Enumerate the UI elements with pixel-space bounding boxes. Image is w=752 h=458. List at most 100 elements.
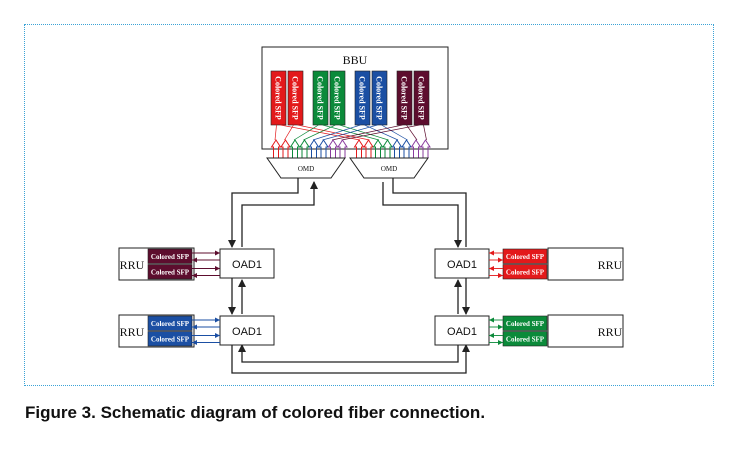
omd-port-arrows (270, 139, 431, 158)
rru-sfp-module (502, 331, 548, 347)
omd-port-arrow (372, 139, 384, 158)
oad-bottom-left-label: OAD1 (232, 326, 262, 338)
rru-fiber-arrow (498, 273, 503, 278)
rru-fiber-arrow (192, 340, 197, 345)
bbu-sfp-module (354, 70, 371, 126)
omd-port-arrow (391, 139, 403, 158)
oad-bottom-left: OAD1 (219, 315, 275, 346)
bbu-sfp-label: Colored SFP (316, 76, 325, 120)
omd-left-label: OMD (298, 165, 314, 173)
omd-port-arrow (318, 139, 329, 158)
omd-port-arrow (420, 139, 431, 158)
crossing-fiber (331, 124, 403, 141)
bbu-sfp-label: Colored SFP (375, 76, 384, 120)
crossing-fiber (293, 124, 319, 141)
rru-fiber-arrow (215, 317, 220, 323)
bbu-sfp-module (396, 70, 413, 126)
omd-right: OMD (349, 157, 429, 179)
omd-port-arrow (337, 139, 348, 158)
rru-sfp-label: Colored SFP (506, 253, 545, 261)
bbu-sfp-label: Colored SFP (333, 76, 342, 120)
oad-top-left-label: OAD1 (232, 259, 262, 271)
rru-fiber-arrow (215, 250, 220, 256)
rru-group-left: RRU Colored SFP Colored SFP (118, 314, 220, 348)
omd-right-label: OMD (381, 165, 397, 173)
omd-port-arrow (308, 139, 320, 158)
rru-fiber-arrow (489, 333, 494, 338)
rru-fiber-arrow (215, 266, 220, 271)
omd-port-arrow (363, 139, 374, 158)
rru-fiber-arrow (498, 257, 503, 263)
oad-top-left: OAD1 (219, 248, 275, 279)
crossing-fibers (274, 124, 427, 141)
rru-sfp-label: Colored SFP (151, 253, 190, 261)
rru-group-left: RRU Colored SFP Colored SFP (118, 247, 220, 281)
rru-label: RRU (120, 325, 145, 339)
rru-fiber-arrow (489, 250, 494, 256)
rru-box (547, 314, 624, 348)
rru-fiber-arrow (215, 333, 220, 338)
rru-fiber-arrow (192, 324, 197, 330)
omd-port-arrow (410, 139, 422, 158)
omd-left: OMD (266, 157, 346, 179)
bbu-sfp-label: Colored SFP (358, 76, 367, 120)
rru-sfp-label: Colored SFP (506, 320, 545, 328)
rru-group-right: RRU Colored SFP Colored SFP (489, 247, 624, 281)
bbu-sfp-label: Colored SFP (400, 76, 409, 120)
omd-port-arrow (382, 139, 393, 158)
bbu-sfp-module (371, 70, 388, 126)
rru-sfp-module (147, 264, 193, 280)
rru-sfp-module (502, 248, 548, 264)
bbu-sfp-modules: Colored SFP Colored SFP Colored SFP Colored… (270, 70, 430, 126)
rru-fiber-arrow (498, 340, 503, 345)
rru-fiber-arrow (498, 324, 503, 330)
crossing-fiber (339, 124, 389, 141)
crossing-fiber (322, 124, 378, 141)
rru-label: RRU (598, 325, 623, 339)
crossing-fiber (381, 124, 408, 141)
crossing-fiber (303, 124, 336, 141)
rru-sfp-label: Colored SFP (151, 320, 190, 328)
rru-group-right: RRU Colored SFP Colored SFP (489, 314, 624, 348)
rru-groups: RRU Colored SFP Colored SFP RRU Colored SFP C… (118, 247, 624, 348)
bbu-sfp-module (413, 70, 430, 126)
rru-sfp-module (502, 264, 548, 280)
rru-fiber-arrow (489, 266, 494, 271)
bbu-sfp-label: Colored SFP (274, 76, 283, 120)
rru-fiber-arrow (192, 273, 197, 278)
oad-bottom-right: OAD1 (434, 315, 490, 346)
bbu-label: BBU (343, 53, 368, 67)
bbu-sfp-label: Colored SFP (417, 76, 426, 120)
rru-sfp-module (147, 315, 193, 331)
crossing-fiber (341, 124, 420, 141)
crossing-fiber (423, 124, 427, 141)
rru-label: RRU (120, 258, 145, 272)
rru-label: RRU (598, 258, 623, 272)
crossing-fiber (312, 124, 361, 141)
oad-bottom-right-label: OAD1 (447, 326, 477, 338)
rru-box (547, 247, 624, 281)
omd-port-arrow (327, 139, 339, 158)
oad-top-right-label: OAD1 (447, 259, 477, 271)
rru-sfp-label: Colored SFP (506, 269, 545, 277)
bbu-sfp-module (287, 70, 304, 126)
rru-sfp-label: Colored SFP (151, 269, 190, 277)
diagram-frame (24, 24, 714, 386)
omd-port-arrow (270, 139, 282, 158)
rru-sfp-module (147, 331, 193, 347)
omd-port-arrow (401, 139, 412, 158)
rru-sfp-label: Colored SFP (151, 336, 190, 344)
crossing-fiber (274, 124, 277, 141)
rru-sfp-module (147, 248, 193, 264)
oad-top-right: OAD1 (434, 248, 490, 279)
omd-port-arrow (299, 139, 310, 158)
figure-caption: Figure 3. Schematic diagram of colored f… (25, 403, 486, 422)
omd-port-arrow (280, 139, 291, 158)
omd-port-arrow (353, 139, 365, 158)
fiber-ring (228, 178, 470, 374)
crossing-fiber (297, 124, 370, 141)
rru-sfp-label: Colored SFP (506, 336, 545, 344)
bbu-sfp-module (312, 70, 329, 126)
omd-port-arrow (289, 139, 301, 158)
